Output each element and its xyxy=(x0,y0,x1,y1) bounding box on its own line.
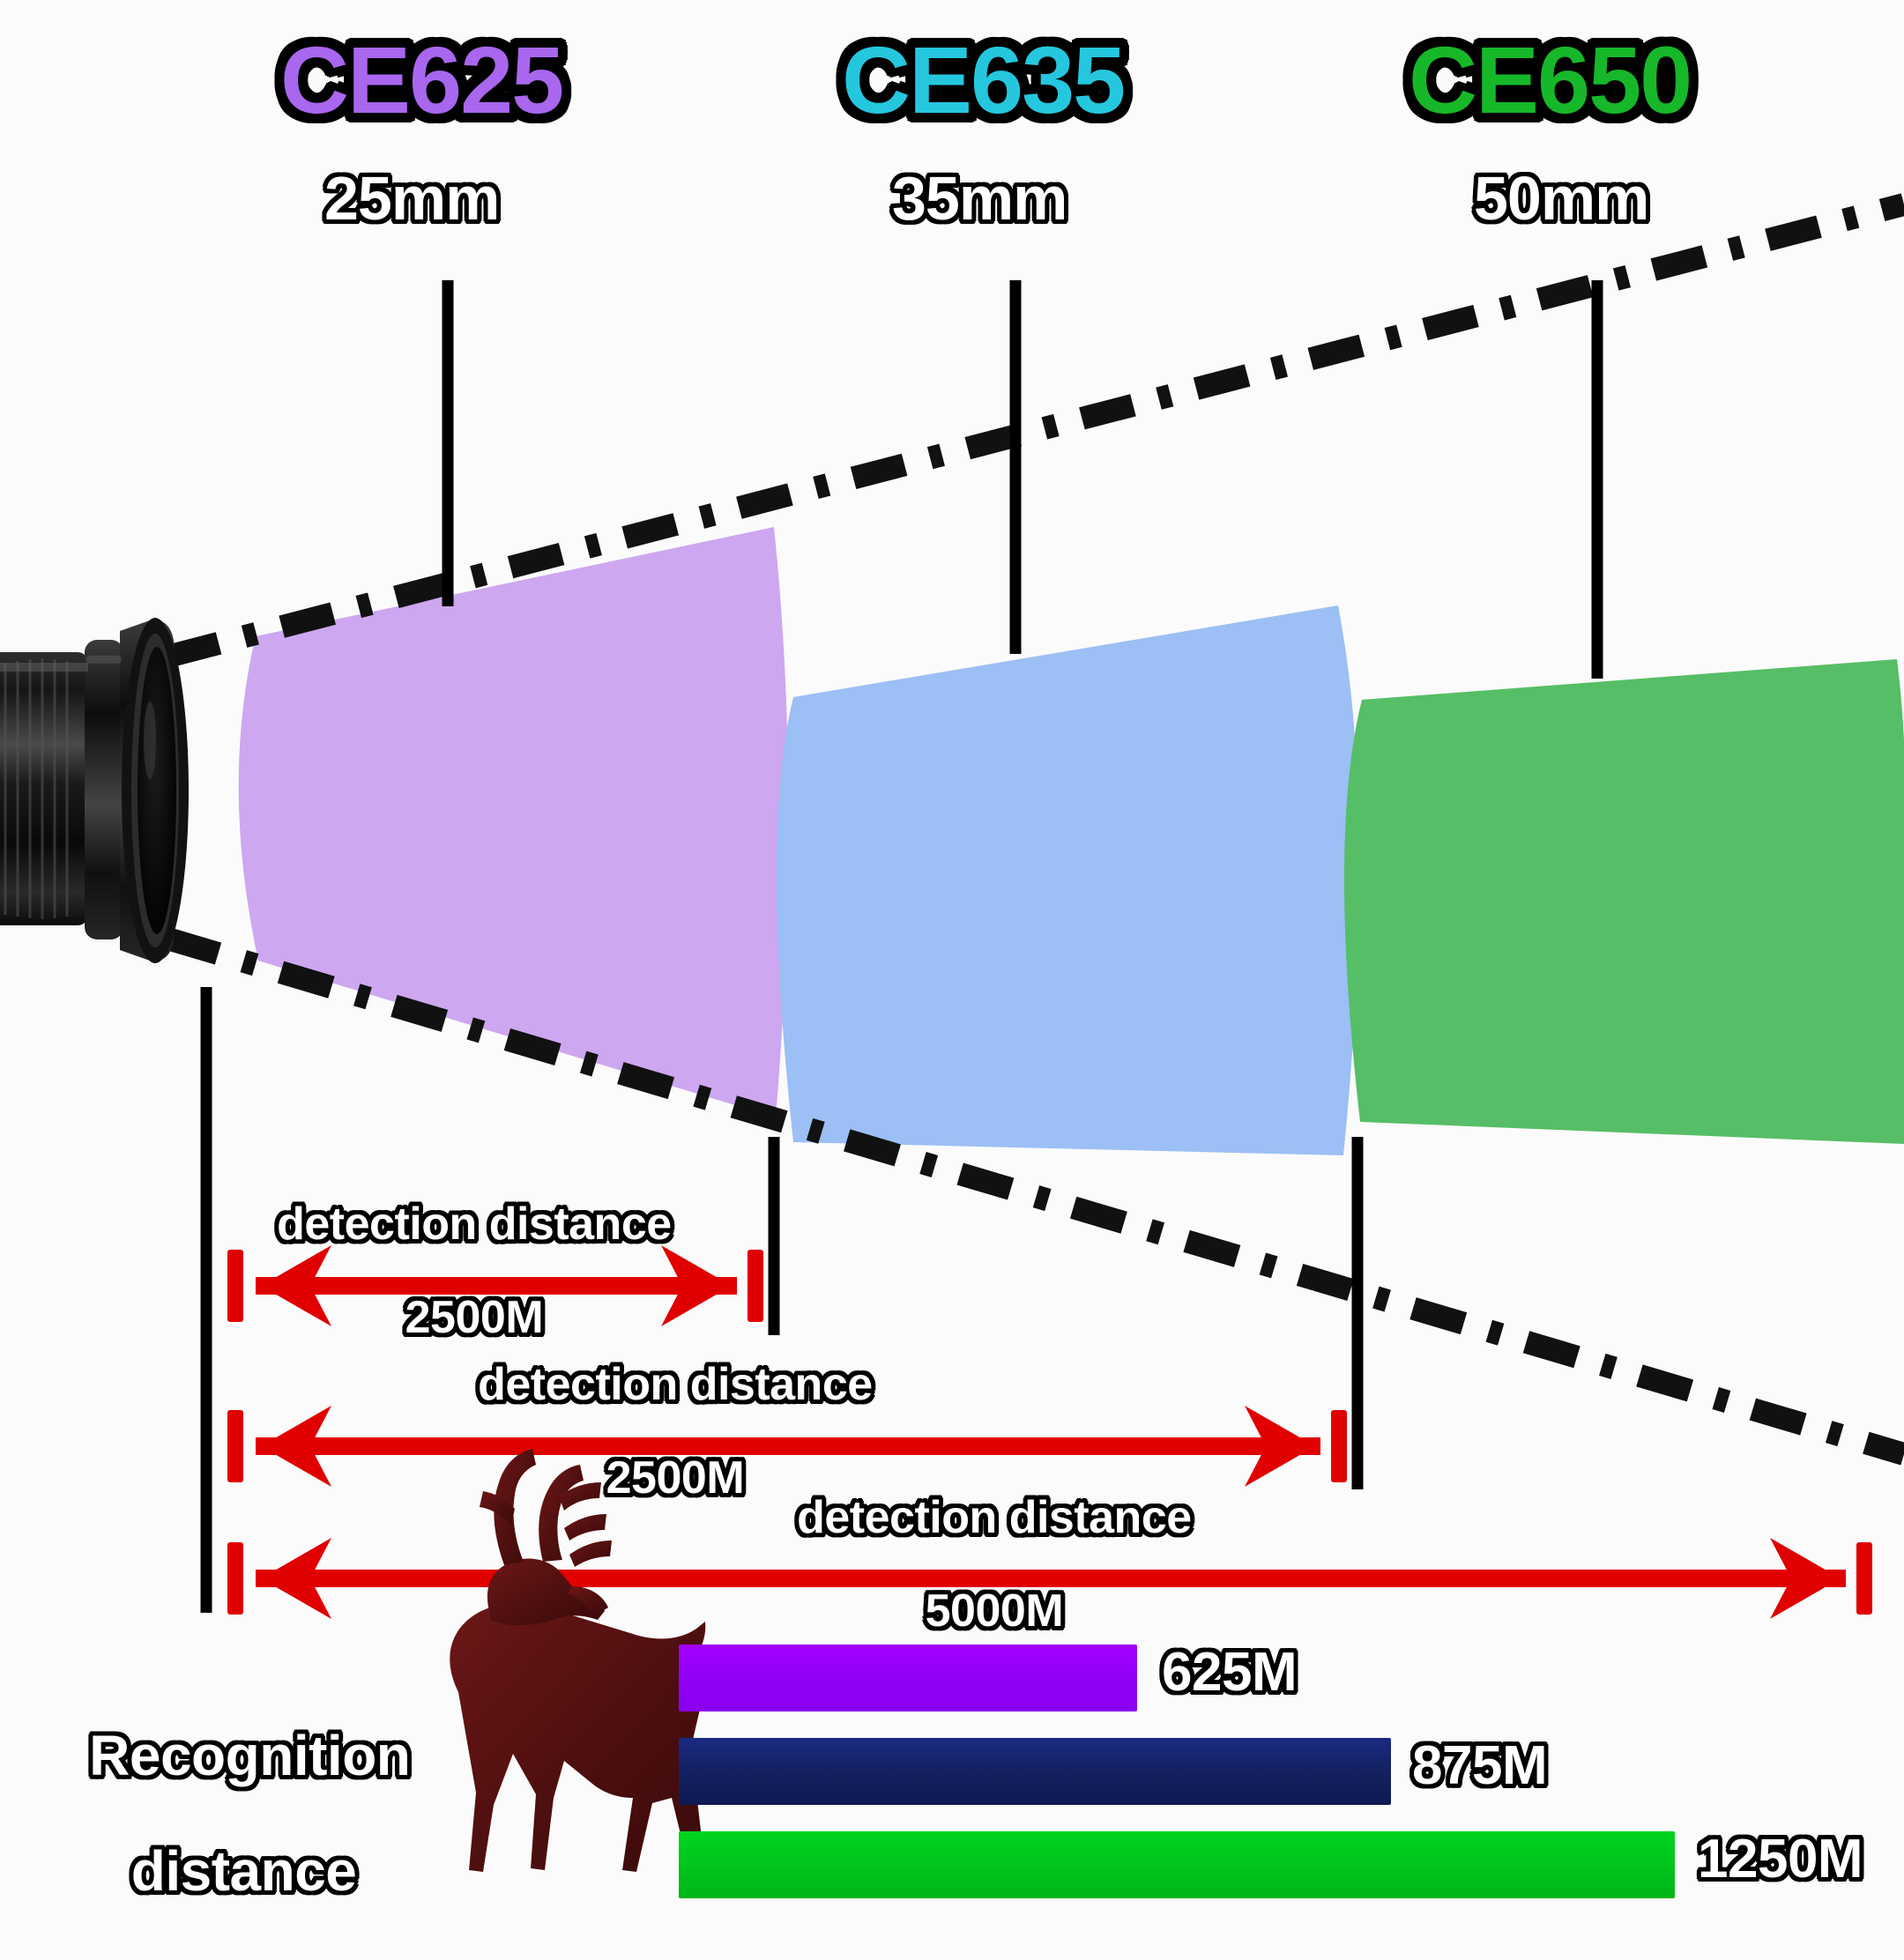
recognition-bar-1250 xyxy=(679,1831,1675,1898)
model-title-ce635: CE635 xyxy=(842,26,1126,133)
recognition-bar-875 xyxy=(679,1738,1391,1805)
detection-label-1-title: detection distance xyxy=(277,1199,672,1251)
model-title-ce625: CE625 xyxy=(280,26,564,133)
detection-label-3-title: detection distance xyxy=(797,1492,1192,1544)
dimension-arrow-1 xyxy=(227,1245,763,1326)
lens-size-ce635: 35mm xyxy=(892,164,1067,233)
detection-label-1-value: 2500M xyxy=(405,1292,544,1344)
recognition-bars xyxy=(679,1644,1675,1898)
beam-ce650 xyxy=(1344,659,1904,1144)
bar-value-875: 875M xyxy=(1412,1735,1548,1796)
recognition-distance-label: Recognition distance xyxy=(28,1670,411,1957)
bar-value-625: 625M xyxy=(1162,1642,1298,1703)
infographic-canvas: CE625 CE635 CE650 25mm 35mm 50mm detecti… xyxy=(0,26,1904,1899)
dimension-arrow-2 xyxy=(227,1406,1347,1487)
beam-ce625 xyxy=(238,527,789,1117)
beam-cones xyxy=(238,527,1904,1155)
bar-value-1250: 1250M xyxy=(1698,1829,1863,1889)
recognition-bar-625 xyxy=(679,1644,1137,1711)
dimension-arrows xyxy=(227,1245,1872,1619)
detection-label-3-value: 5000M xyxy=(925,1585,1064,1637)
lens-size-ce650: 50mm xyxy=(1474,164,1649,233)
dimension-arrow-3 xyxy=(227,1538,1872,1619)
beam-ce635 xyxy=(777,605,1360,1155)
detection-label-2: detection distance 2500M xyxy=(404,1315,897,1548)
detection-label-1: detection distance 2500M xyxy=(203,1154,696,1388)
model-title-ce650: CE650 xyxy=(1409,26,1692,133)
riflescope-objective-icon xyxy=(0,618,189,963)
recognition-label-line2: distance xyxy=(130,1838,357,1903)
detection-label-3: detection distance 5000M xyxy=(529,1448,1410,1682)
lens-size-ce625: 25mm xyxy=(324,164,500,233)
leader-lines xyxy=(442,280,1603,679)
scene-graphics xyxy=(0,193,1904,1898)
detection-label-2-value: 2500M xyxy=(606,1452,745,1504)
recognition-label-line1: Recognition xyxy=(89,1724,411,1788)
detection-label-2-title: detection distance xyxy=(478,1359,873,1411)
dimension-drop-lines xyxy=(200,987,1364,1613)
deer-silhouette-icon xyxy=(450,1449,706,1872)
